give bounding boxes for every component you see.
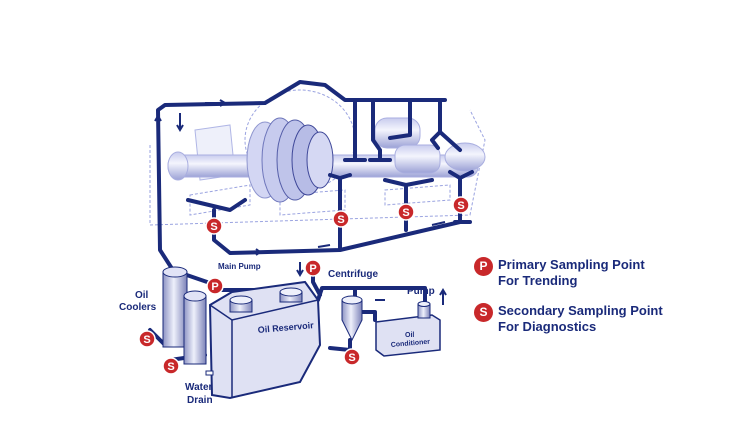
svg-text:S: S [402, 207, 409, 219]
primary-sampling-point: P [206, 277, 224, 295]
oil-reservoir [205, 280, 322, 400]
secondary-sampling-point: S [332, 210, 350, 228]
svg-text:P: P [211, 281, 218, 293]
label-water-drain-2: Drain [187, 395, 213, 406]
centrifuge [341, 295, 363, 342]
svg-text:S: S [457, 200, 464, 212]
svg-text:S: S [348, 352, 355, 364]
label-centrifuge: Centrifuge [328, 269, 378, 280]
svg-text:S: S [210, 221, 217, 233]
secondary-sampling-point: S [343, 348, 361, 366]
label-pump: Pump [407, 286, 435, 297]
label-oil-conditioner: Oil [405, 332, 414, 339]
oil-conditioner [375, 301, 441, 357]
label-water-drain: Water [185, 382, 213, 393]
oil-coolers [162, 266, 207, 365]
legend-primary-line2: For Trending [498, 273, 578, 288]
label-oil-conditioner-2: Conditioner [391, 339, 431, 349]
legend-secondary-line2: For Diagnostics [498, 319, 597, 334]
primary-sampling-point: P [304, 259, 322, 277]
secondary-sampling-point: S [138, 330, 156, 348]
secondary-sampling-point: S [452, 196, 470, 214]
label-oil-coolers: Oil [135, 290, 149, 301]
turbine [167, 117, 486, 203]
svg-text:S: S [143, 334, 150, 346]
legend-secondary-line1: Secondary Sampling Point [498, 303, 663, 318]
label-oil-reservoir: Oil Reservoir [257, 320, 314, 335]
svg-text:S: S [167, 361, 174, 373]
svg-text:S: S [337, 214, 344, 226]
legend-primary-line1: Primary Sampling Point [498, 257, 645, 272]
label-oil-coolers-2: Coolers [119, 302, 157, 313]
secondary-marker-icon: S [474, 303, 493, 322]
secondary-sampling-point: S [397, 203, 415, 221]
svg-text:P: P [309, 263, 316, 275]
primary-marker-icon: P [474, 257, 493, 276]
label-main-pump: Main Pump [218, 262, 261, 271]
secondary-sampling-point: S [205, 217, 223, 235]
secondary-sampling-point: S [162, 357, 180, 375]
